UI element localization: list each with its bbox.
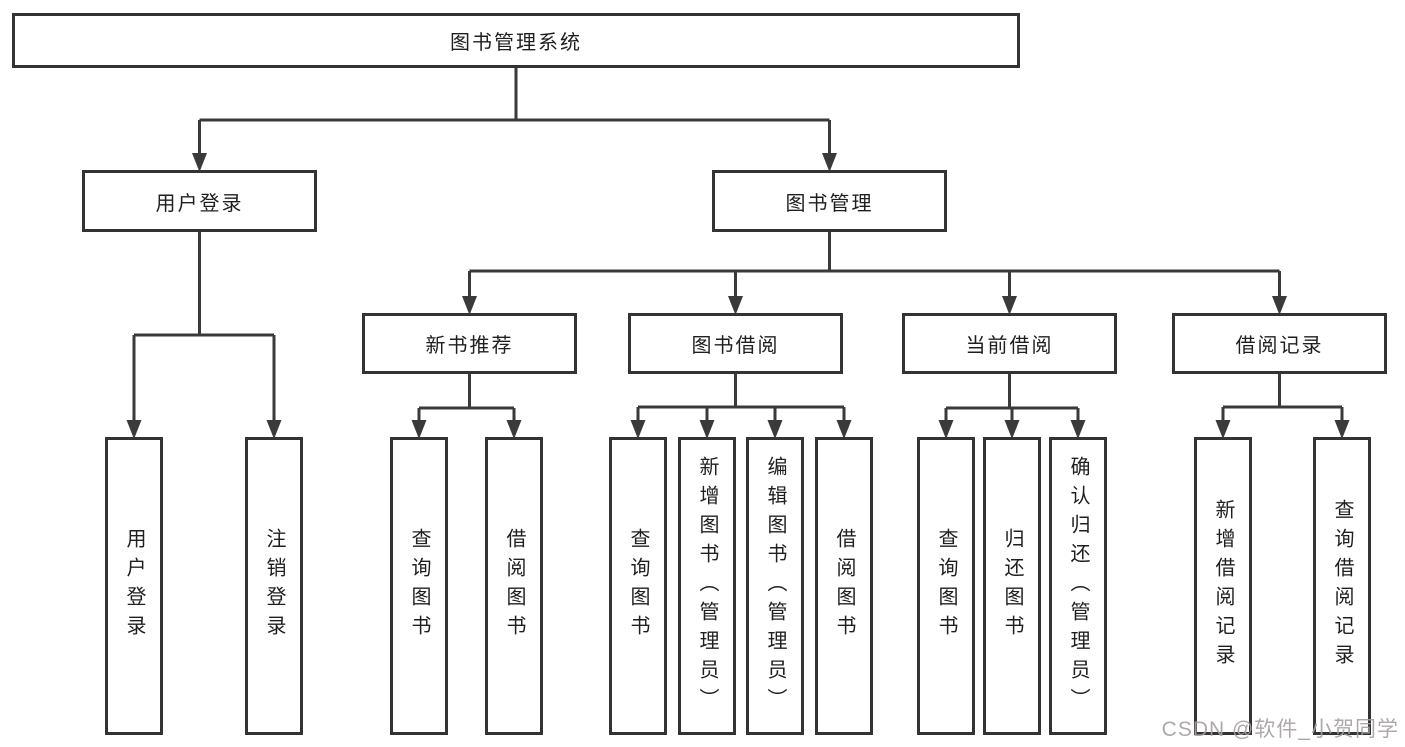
- node-leaf-return-books: 归还图书: [983, 437, 1041, 735]
- arrowhead-book-borrow: [728, 296, 743, 315]
- arrowhead-leaf-query-books-1: [411, 420, 427, 439]
- arrowhead-leaf-confirm-return: [1070, 420, 1086, 439]
- node-leaf-confirm-return: 确认归还（管理员）: [1049, 437, 1107, 735]
- node-leaf-user-login: 用户登录: [105, 437, 163, 735]
- arrowhead-leaf-user-login: [126, 420, 142, 439]
- arrowhead-leaf-return-books: [1004, 420, 1020, 439]
- node-leaf-query-borrow-rec: 查询借阅记录: [1313, 437, 1371, 735]
- node-leaf-query-books-1: 查询图书: [390, 437, 448, 735]
- arrowhead-borrow-records: [1272, 296, 1287, 315]
- arrowhead-new-book-rec: [462, 296, 477, 315]
- arrowhead-user-login: [192, 153, 207, 172]
- node-current-borrow: 当前借阅: [902, 313, 1117, 374]
- node-leaf-add-books: 新增图书（管理员）: [678, 437, 736, 735]
- node-user-login: 用户登录: [82, 170, 317, 232]
- arrowhead-leaf-add-books: [699, 420, 715, 439]
- node-root: 图书管理系统: [12, 13, 1020, 68]
- arrowhead-leaf-query-books-2: [630, 420, 646, 439]
- node-new-book-rec: 新书推荐: [362, 313, 577, 374]
- node-leaf-borrow-books-2: 借阅图书: [815, 437, 873, 735]
- node-borrow-records: 借阅记录: [1172, 313, 1387, 374]
- arrowhead-leaf-add-borrow-rec: [1215, 420, 1231, 439]
- arrowhead-leaf-query-books-3: [938, 420, 954, 439]
- node-leaf-logout: 注销登录: [245, 437, 303, 735]
- node-leaf-query-books-3: 查询图书: [917, 437, 975, 735]
- node-leaf-edit-books: 编辑图书（管理员）: [746, 437, 804, 735]
- arrowhead-leaf-borrow-books-1: [506, 420, 522, 439]
- arrowhead-book-mgmt: [822, 153, 837, 172]
- node-leaf-add-borrow-rec: 新增借阅记录: [1194, 437, 1252, 735]
- node-leaf-borrow-books-1: 借阅图书: [485, 437, 543, 735]
- node-leaf-query-books-2: 查询图书: [609, 437, 667, 735]
- arrowhead-leaf-edit-books: [767, 420, 783, 439]
- watermark: CSDN @软件_小贺同学: [1161, 718, 1399, 741]
- node-book-mgmt: 图书管理: [712, 170, 947, 232]
- arrowhead-leaf-query-borrow-rec: [1334, 420, 1350, 439]
- arrowhead-current-borrow: [1002, 296, 1017, 315]
- node-book-borrow: 图书借阅: [628, 313, 843, 374]
- arrowhead-leaf-borrow-books-2: [836, 420, 852, 439]
- arrowhead-leaf-logout: [266, 420, 282, 439]
